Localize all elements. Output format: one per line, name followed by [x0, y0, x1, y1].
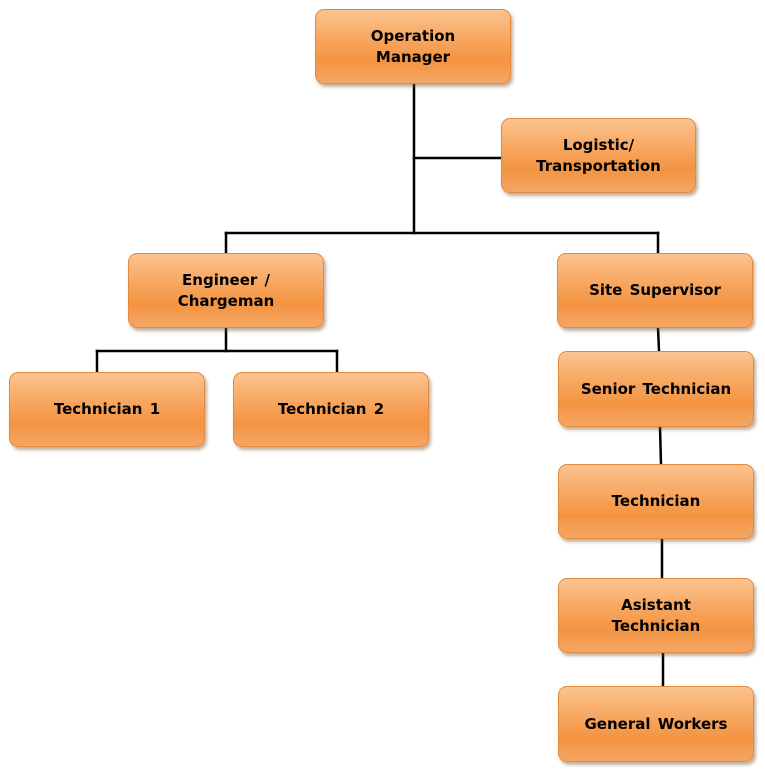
node-logistic-transportation-label: Logistic/ Transportation: [536, 135, 661, 175]
node-general-workers-label: General Workers: [584, 714, 728, 733]
node-asistant-technician-label: Asistant Technician: [611, 595, 701, 635]
connector-supervisor-senior: [656, 326, 661, 353]
connector-senior-technician: [658, 425, 663, 466]
node-technician-label: Technician: [611, 492, 701, 510]
node-technician-2: Technician 2: [233, 372, 429, 447]
node-site-supervisor-label: Site Supervisor: [589, 281, 721, 299]
node-senior-technician-label: Senior Technician: [580, 379, 732, 398]
node-operation-manager: Operation Manager: [315, 9, 511, 84]
node-asistant-technician: Asistant Technician: [558, 578, 754, 653]
node-general-workers: General Workers: [558, 686, 754, 762]
node-site-supervisor: Site Supervisor: [557, 253, 753, 328]
node-logistic-transportation: Logistic/ Transportation: [501, 118, 696, 193]
node-engineer-chargeman: Engineer / Chargeman: [128, 253, 324, 328]
node-senior-technician: Senior Technician: [558, 351, 754, 427]
node-engineer-chargeman-label: Engineer / Chargeman: [177, 270, 275, 310]
node-operation-manager-label: Operation Manager: [370, 26, 456, 66]
node-technician-2-label: Technician 2: [277, 400, 385, 418]
node-technician: Technician: [558, 464, 754, 539]
node-technician-1: Technician 1: [9, 372, 205, 447]
node-technician-1-label: Technician 1: [53, 400, 161, 418]
